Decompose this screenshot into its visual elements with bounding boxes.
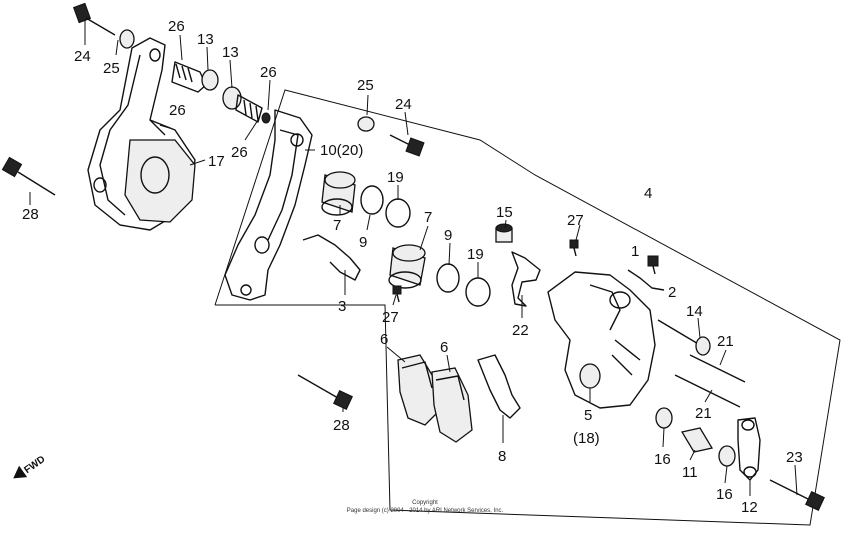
brake-pad-6-b [431, 367, 473, 443]
label-19-upper: 19 [387, 169, 404, 186]
label-12: 12 [741, 499, 758, 516]
label-9-upper: 9 [359, 234, 367, 251]
caliper-bracket-10 [224, 109, 313, 301]
forward-arrow-icon: FWD [13, 454, 47, 479]
pin-bolt-13-b [222, 86, 271, 124]
label-18: (18) [573, 430, 600, 447]
bolt-23 [769, 479, 825, 511]
pad-shim-8 [477, 354, 521, 419]
label-26-d: 26 [231, 144, 248, 161]
label-22: 22 [512, 322, 529, 339]
copyright-line-2: Page design (c) 2004 - 2014 by ARI Netwo… [347, 508, 504, 514]
assembly-outline [214, 89, 841, 526]
bolt-24-upper [72, 2, 116, 36]
label-28-bottom: 28 [333, 417, 350, 434]
label-27-left: 27 [382, 309, 399, 326]
screw-27-left [392, 285, 402, 303]
label-28-left: 28 [22, 206, 39, 223]
pad-spring-3 [302, 234, 361, 281]
label-26-c: 26 [260, 64, 277, 81]
label-10-20: 10(20) [320, 142, 363, 159]
pin-21-upper [689, 354, 746, 383]
label-25-upper: 25 [103, 60, 120, 77]
seal-19-upper [385, 198, 411, 228]
brake-pad-6-a [397, 354, 441, 426]
bracket-assembly-17 [87, 37, 196, 231]
label-4: 4 [644, 185, 652, 202]
pad-shim-22 [511, 251, 541, 307]
label-23: 23 [786, 449, 803, 466]
label-9-lower: 9 [444, 227, 452, 244]
piston-7-lower [388, 244, 426, 289]
bushing-16-b [718, 445, 736, 467]
label-19-lower: 19 [467, 246, 484, 263]
label-14: 14 [686, 303, 703, 320]
copyright-line-1: Copyright [412, 500, 438, 506]
label-6-b: 6 [440, 339, 448, 356]
label-13-b: 13 [222, 44, 239, 61]
pin-bolt-13-a [171, 61, 219, 93]
label-27-right: 27 [567, 212, 584, 229]
label-17: 17 [208, 153, 225, 170]
label-2: 2 [668, 284, 676, 301]
washer-25-upper [119, 29, 135, 49]
label-8: 8 [498, 448, 506, 465]
link-12 [737, 417, 761, 481]
clip-2 [627, 269, 665, 291]
seal-9-lower [436, 263, 460, 293]
label-7-lower: 7 [424, 209, 432, 226]
label-26-a: 26 [168, 18, 185, 35]
bleed-cap-1 [647, 255, 659, 275]
piston-7-upper [321, 171, 356, 216]
label-24-upper: 24 [74, 48, 91, 65]
caliper-body-5 [547, 271, 656, 409]
label-15: 15 [496, 204, 513, 221]
seal-19-lower [465, 277, 491, 307]
seal-9-upper [360, 185, 384, 215]
label-26-b: 26 [169, 102, 186, 119]
fwd-label: FWD [22, 454, 47, 476]
label-21-lower: 21 [695, 405, 712, 422]
bolt-24-lower [389, 134, 425, 157]
sleeve-11 [680, 427, 714, 453]
label-13-a: 13 [197, 31, 214, 48]
label-21-upper: 21 [717, 333, 734, 350]
label-5: 5 [584, 407, 592, 424]
label-1: 1 [631, 243, 639, 260]
pin-14 [657, 319, 711, 356]
label-11: 11 [682, 464, 698, 481]
label-6-a: 6 [380, 331, 388, 348]
label-7-upper: 7 [333, 217, 341, 234]
label-16-a: 16 [654, 451, 671, 468]
bleed-valve-15 [495, 223, 513, 243]
pin-21-lower [674, 374, 741, 408]
label-3: 3 [338, 298, 346, 315]
label-16-b: 16 [716, 486, 733, 503]
label-24-lower: 24 [395, 96, 412, 113]
screw-27-right [569, 239, 579, 257]
washer-25-lower [357, 116, 375, 132]
bolt-28-left [1, 156, 56, 196]
bolt-28-bottom [297, 374, 353, 410]
bushing-16-a [655, 407, 673, 429]
label-25-lower: 25 [357, 77, 374, 94]
leader-lines [29, 20, 798, 496]
